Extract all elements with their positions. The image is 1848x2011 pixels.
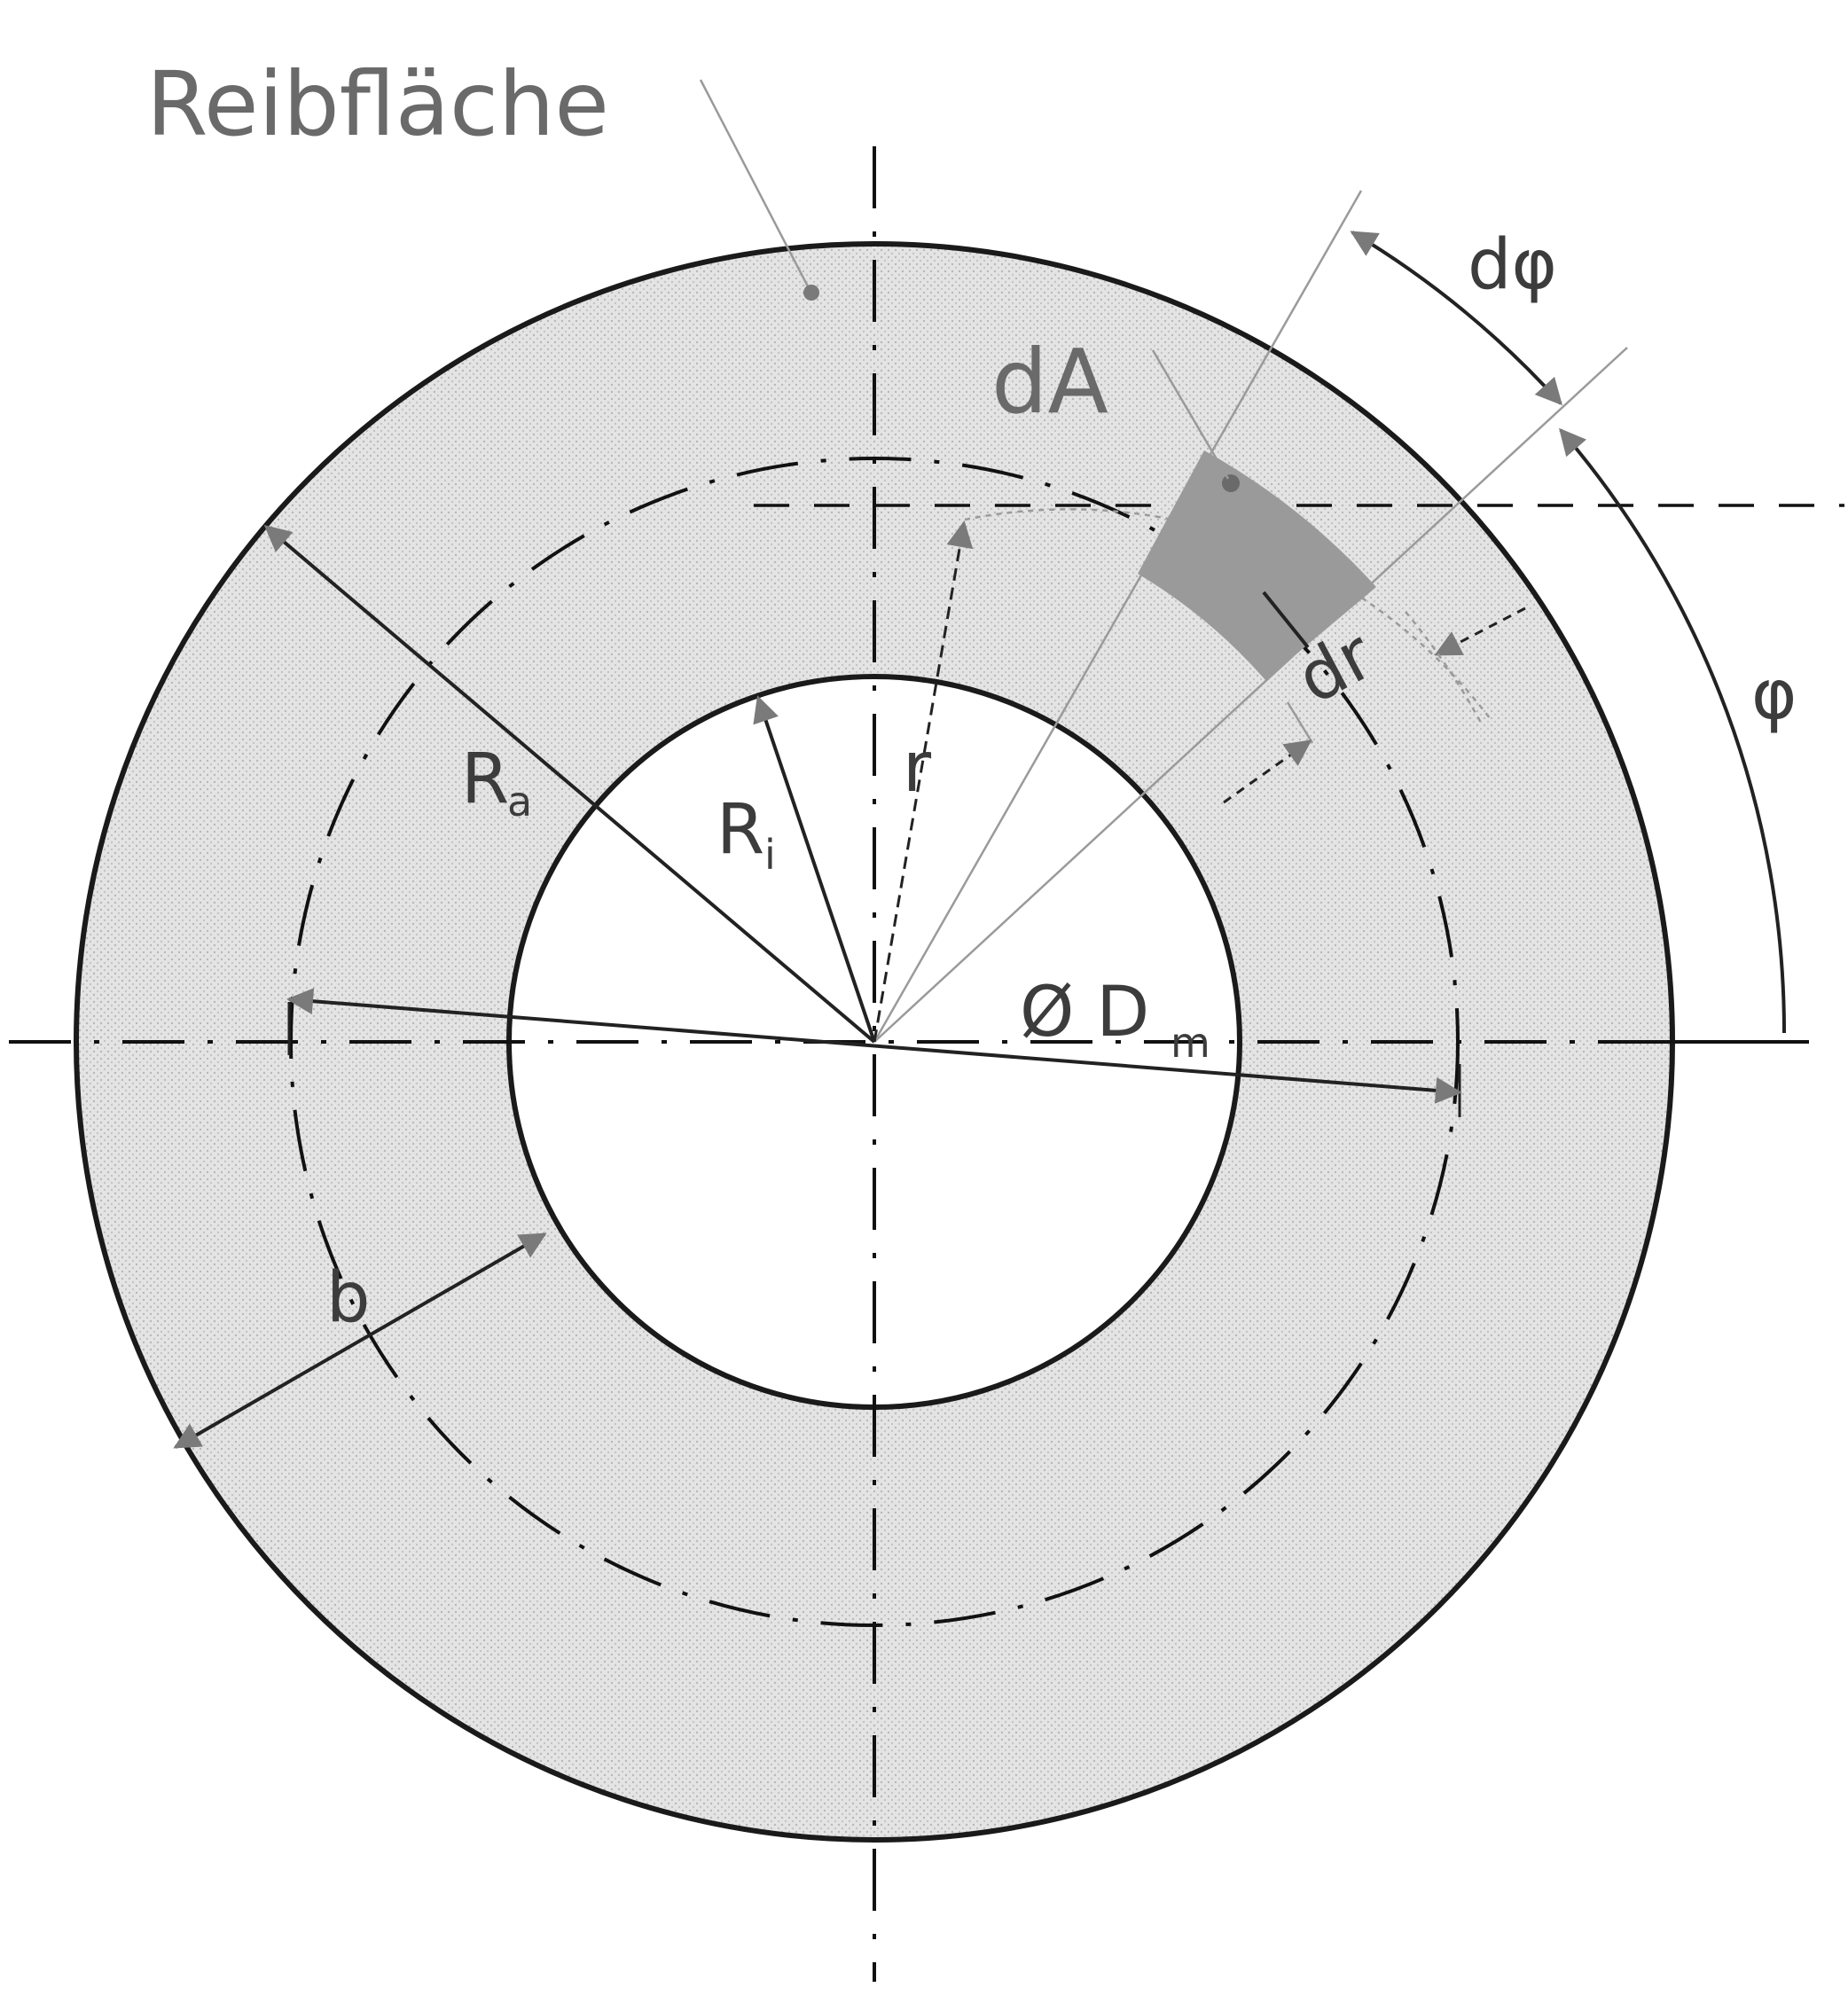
Ri-dimension-line [753, 695, 876, 1043]
Dm-subscript: m [1171, 1019, 1210, 1067]
dA-center-dot [1222, 474, 1240, 492]
b-label: b [326, 1258, 371, 1338]
dA-label: dA [991, 330, 1108, 434]
dr-outer-arc [1405, 611, 1483, 724]
dA-leader [1151, 349, 1230, 480]
area-element-dA [1138, 450, 1376, 680]
Ra-subscript: a [507, 778, 532, 826]
Ri-label: R [716, 790, 764, 870]
reibflaeche-leader [699, 79, 810, 289]
dr-dimension-line-outer [1434, 606, 1526, 656]
dr-extension [1286, 701, 1314, 744]
dphi-label: dφ [1468, 225, 1557, 305]
radius-r-arc [964, 508, 1491, 719]
Dm-label: Ø D [1020, 973, 1149, 1052]
Ra-dimension-line [263, 525, 876, 1044]
b-dimension-line [173, 1232, 547, 1449]
dr-dimension-line-inner [1223, 739, 1312, 804]
r-label: r [903, 728, 932, 808]
Ra-label: R [461, 739, 509, 819]
reibflaeche-label: Reibfläche [146, 52, 609, 156]
dphi-arc [1350, 231, 1563, 406]
radial-line-lower [873, 347, 1628, 1043]
dr-leader [1262, 591, 1310, 649]
Ri-subscript: i [764, 831, 776, 879]
Dm-dimension-line [286, 988, 1462, 1104]
radial-line-upper [873, 190, 1363, 1043]
reibflaeche-dot [803, 285, 819, 301]
r-dimension-line [873, 520, 974, 1043]
phi-label: φ [1751, 655, 1797, 735]
phi-arc [1559, 427, 1787, 1034]
